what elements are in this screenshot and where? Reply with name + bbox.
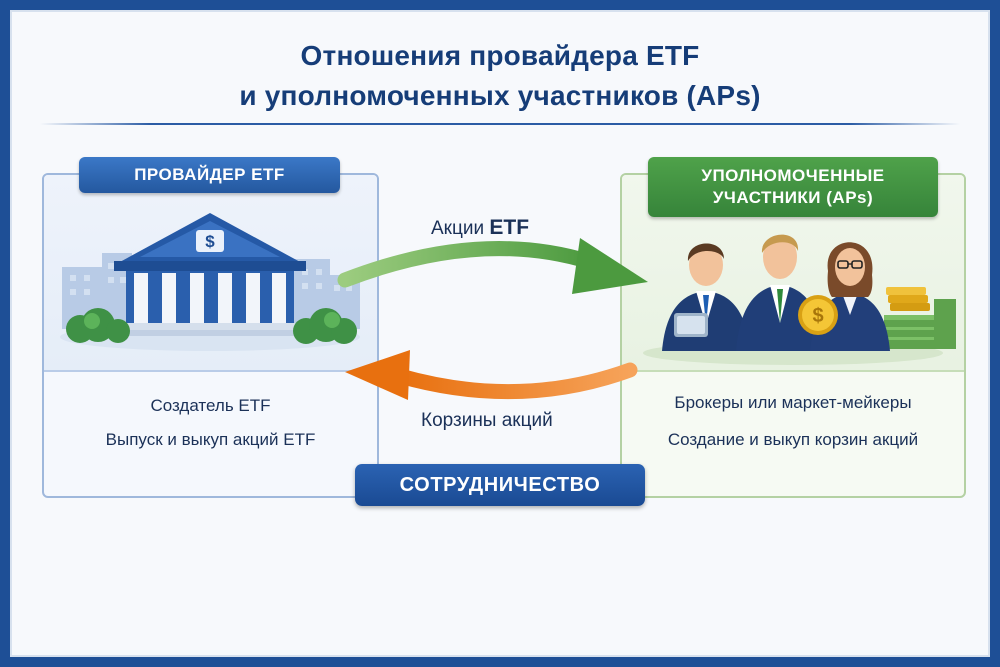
aps-divider xyxy=(622,370,964,372)
flow-share-baskets-label: Корзины акций xyxy=(421,410,553,431)
title-line-1: Отношения провайдера ETF xyxy=(300,40,700,71)
aps-role: Брокеры или маркет-мейкеры xyxy=(674,393,912,412)
cooperation-banner: СОТРУДНИЧЕСТВО xyxy=(355,464,645,506)
flow-etf-shares-prefix: Акции xyxy=(431,218,485,239)
coin-dollar-sign: $ xyxy=(812,305,823,327)
flow-etf-shares-label: Акции ETF xyxy=(431,216,529,240)
aps-header-line-1: УПОЛНОМОЧЕННЫЕ xyxy=(701,166,885,185)
provider-function: Выпуск и выкуп акций ETF xyxy=(105,430,316,449)
aps-header-line-2: УЧАСТНИКИ (APs) xyxy=(712,188,874,207)
provider-header-badge: ПРОВАЙДЕР ETF xyxy=(79,157,340,193)
bank-dollar-sign: $ xyxy=(205,232,215,251)
arrow-right-icon xyxy=(337,238,648,294)
aps-header-badge: УПОЛНОМОЧЕННЫЕ УЧАСТНИКИ (APs) xyxy=(648,157,938,217)
aps-function: Создание и выкуп корзин акций xyxy=(667,430,919,449)
ap-person-3 xyxy=(810,242,890,351)
title-line-2: и уполномоченных участников (APs) xyxy=(239,80,761,111)
people-group-icon: $ xyxy=(643,234,956,365)
provider-divider xyxy=(44,370,377,372)
provider-role: Создатель ETF xyxy=(150,396,271,415)
ap-person-2 xyxy=(736,234,824,351)
flow-etf-shares-bold: ETF xyxy=(489,216,530,239)
bank-building-icon: $ xyxy=(60,213,360,351)
ap-person-1 xyxy=(662,243,750,351)
arrow-left-icon xyxy=(345,350,638,400)
title-underline xyxy=(40,123,960,125)
provider-illustration-area: $ xyxy=(44,175,377,370)
